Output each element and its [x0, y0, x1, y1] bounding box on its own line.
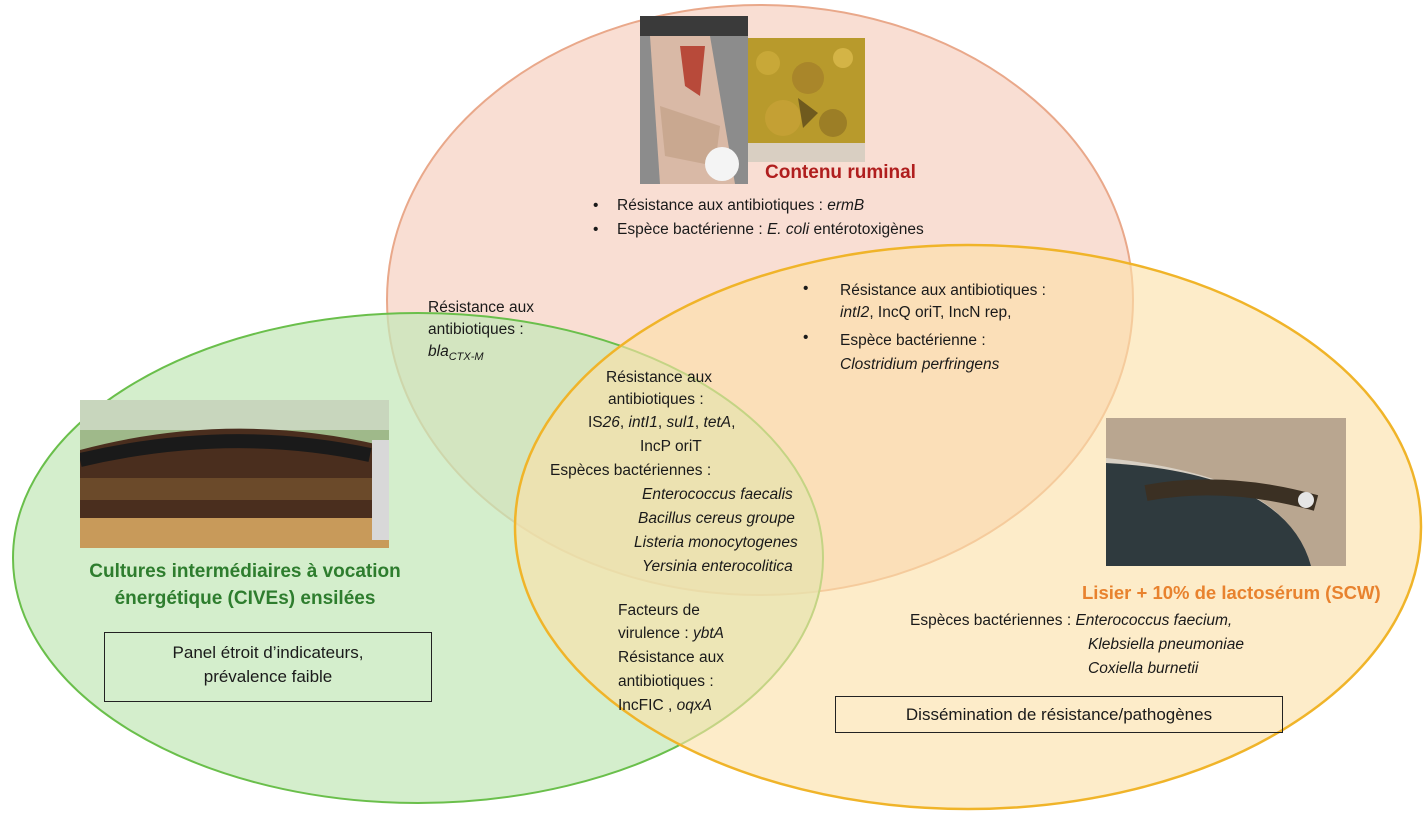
top-left-line-2: antibiotiques : [428, 321, 524, 338]
center-species-4: Yersinia enterocolitica [642, 558, 793, 575]
center-genes-line: IS26, intI1, sul1, tetA, [588, 414, 736, 431]
cives-summary-box: Panel étroit d’indicateurs, prévalence f… [104, 632, 432, 702]
top-right-line-2: intI2, IncQ oriT, IncN rep, [840, 303, 1011, 322]
top-left-line-1: Résistance aux [428, 299, 534, 316]
lisier-species-line-1: Espèces bactériennes : Enterococcus faec… [910, 611, 1232, 630]
sul1-gene: sul1 [666, 414, 695, 431]
bla-gene-subscript: CTX-M [448, 351, 484, 364]
silage-image [80, 400, 389, 548]
cives-box-line-2: prévalence faible [203, 667, 333, 686]
top-right-genes-rest: , IncQ oriT, IncN rep, [869, 304, 1012, 321]
top-species-label: Espèce bactérienne : [617, 221, 767, 238]
top-bullet-2: • [593, 221, 599, 238]
rumen-photo [640, 16, 748, 184]
oqxA-gene: oqxA [676, 697, 712, 714]
slurry-image [1106, 418, 1346, 566]
ybtA-gene: ybtA [692, 625, 724, 642]
slurry-photo [1106, 418, 1346, 566]
center-line-1: Résistance aux [606, 369, 712, 386]
center-species-3: Listeria monocytogenes [634, 534, 798, 551]
contenu-ruminal-title: Contenu ruminal [765, 162, 916, 183]
top-resistance-label: Résistance aux antibiotiques : [617, 197, 828, 214]
top-left-gene: blaCTX-M [428, 342, 484, 367]
center-line-2: antibiotiques : [608, 391, 704, 408]
lr-line-3: Résistance aux [618, 649, 724, 666]
top-species-line: Espèce bactérienne : E. coli entérotoxig… [617, 220, 924, 239]
top-right-line-3: Espèce bactérienne : [840, 332, 986, 349]
center-incp: IncP oriT [640, 438, 702, 455]
cives-title: Cultures intermédiaires à vocation énerg… [50, 558, 440, 612]
top-right-bullet-2: • [803, 329, 809, 346]
cives-title-line-2: énergétique (CIVEs) ensilées [114, 588, 376, 609]
lisier-species-label: Espèces bactériennes : [910, 612, 1076, 629]
lisier-species-1: Enterococcus faecium, [1075, 612, 1233, 629]
top-right-line-1: Résistance aux antibiotiques : [840, 282, 1046, 299]
incfic-label: IncFIC , [618, 697, 677, 714]
lisier-summary-box: Dissémination de résistance/pathogènes [835, 696, 1283, 733]
bla-gene: bla [428, 343, 449, 360]
lisier-species-2: Klebsiella pneumoniae [1088, 636, 1244, 653]
rumen-image [640, 16, 748, 184]
tetA-gene: tetA [703, 414, 732, 431]
rumen-content-photo [748, 38, 865, 162]
intI2-gene: intI2 [840, 304, 870, 321]
rumen-content-image [748, 38, 865, 162]
cives-box-line-1: Panel étroit d’indicateurs, [172, 643, 364, 662]
top-bullet-1: • [593, 197, 599, 214]
is-element: IS [588, 414, 603, 431]
cives-title-line-1: Cultures intermédiaires à vocation [89, 561, 401, 582]
lr-line-4: antibiotiques : [618, 673, 714, 690]
lisier-species-3: Coxiella burnetii [1088, 660, 1199, 677]
center-species-1: Enterococcus faecalis [642, 486, 793, 503]
lr-line-2: virulence : ybtA [618, 624, 724, 643]
lr-virulence-label: virulence : [618, 625, 693, 642]
center-species-label: Espèces bactériennes : [550, 462, 712, 479]
lr-line-5: IncFIC , oqxA [618, 696, 712, 715]
circle-lisier [513, 243, 1423, 811]
silage-photo [80, 400, 389, 548]
top-species-suffix: entérotoxigènes [809, 221, 924, 238]
lr-line-1: Facteurs de [618, 602, 700, 619]
top-resistance-line: Résistance aux antibiotiques : ermB [617, 196, 864, 215]
center-species-2: Bacillus cereus groupe [638, 510, 795, 527]
top-right-species: Clostridium perfringens [840, 356, 1000, 373]
is-number: 26 [602, 414, 620, 431]
top-resistance-gene: ermB [827, 197, 865, 214]
intI1-gene: intI1 [628, 414, 658, 431]
top-species-name: E. coli [766, 221, 810, 238]
lisier-title: Lisier + 10% de lactosérum (SCW) [1082, 582, 1381, 603]
top-right-bullet-1: • [803, 280, 809, 297]
